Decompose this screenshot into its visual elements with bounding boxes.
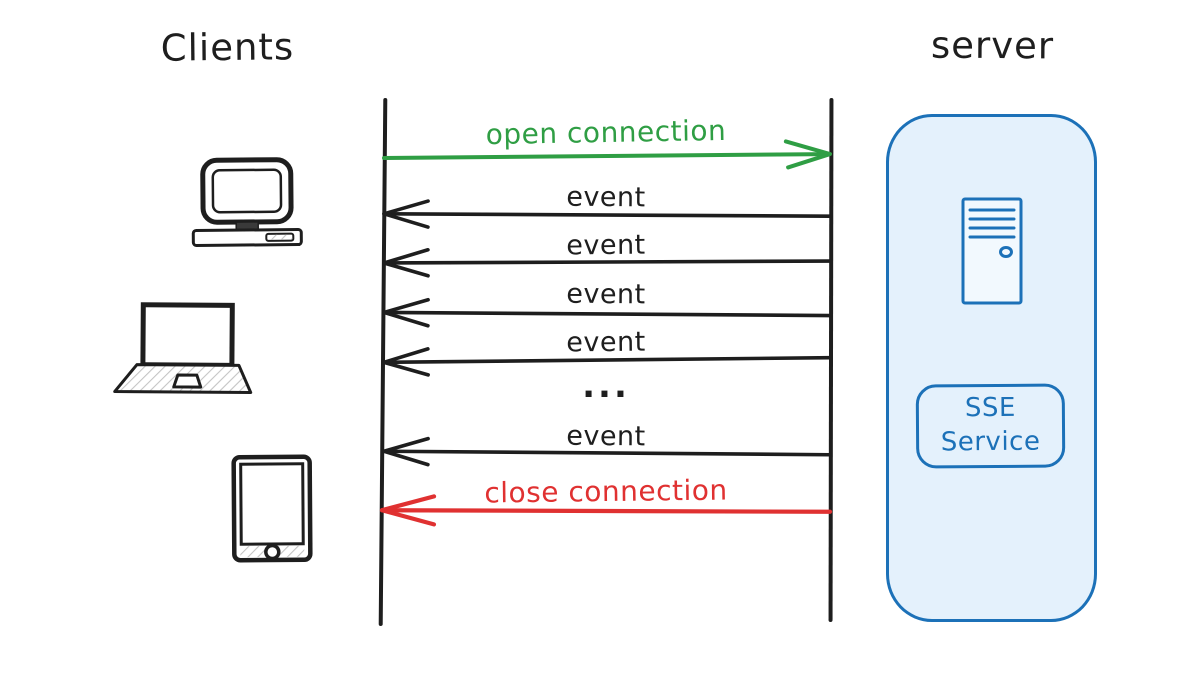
desktop-computer-icon xyxy=(191,157,303,247)
close-connection-arrow xyxy=(379,494,833,527)
sse-service-box: SSE Service xyxy=(915,383,1066,469)
sse-service-label-line1: SSE xyxy=(964,393,1016,424)
laptop-icon xyxy=(113,302,253,394)
server-title: server xyxy=(930,23,1055,68)
event-arrow xyxy=(382,297,832,328)
ellipsis-label: ... xyxy=(582,366,630,406)
event-arrow xyxy=(382,436,832,467)
tablet-icon xyxy=(231,454,313,563)
clients-title: Clients xyxy=(160,25,295,70)
event-arrow xyxy=(382,247,832,278)
server-panel: SSE Service xyxy=(886,114,1097,622)
sse-service-label-line2: Service xyxy=(940,426,1041,458)
server-tower-icon xyxy=(961,197,1023,305)
event-arrow xyxy=(382,347,832,377)
open-connection-arrow xyxy=(382,139,832,170)
event-arrow xyxy=(382,199,832,229)
